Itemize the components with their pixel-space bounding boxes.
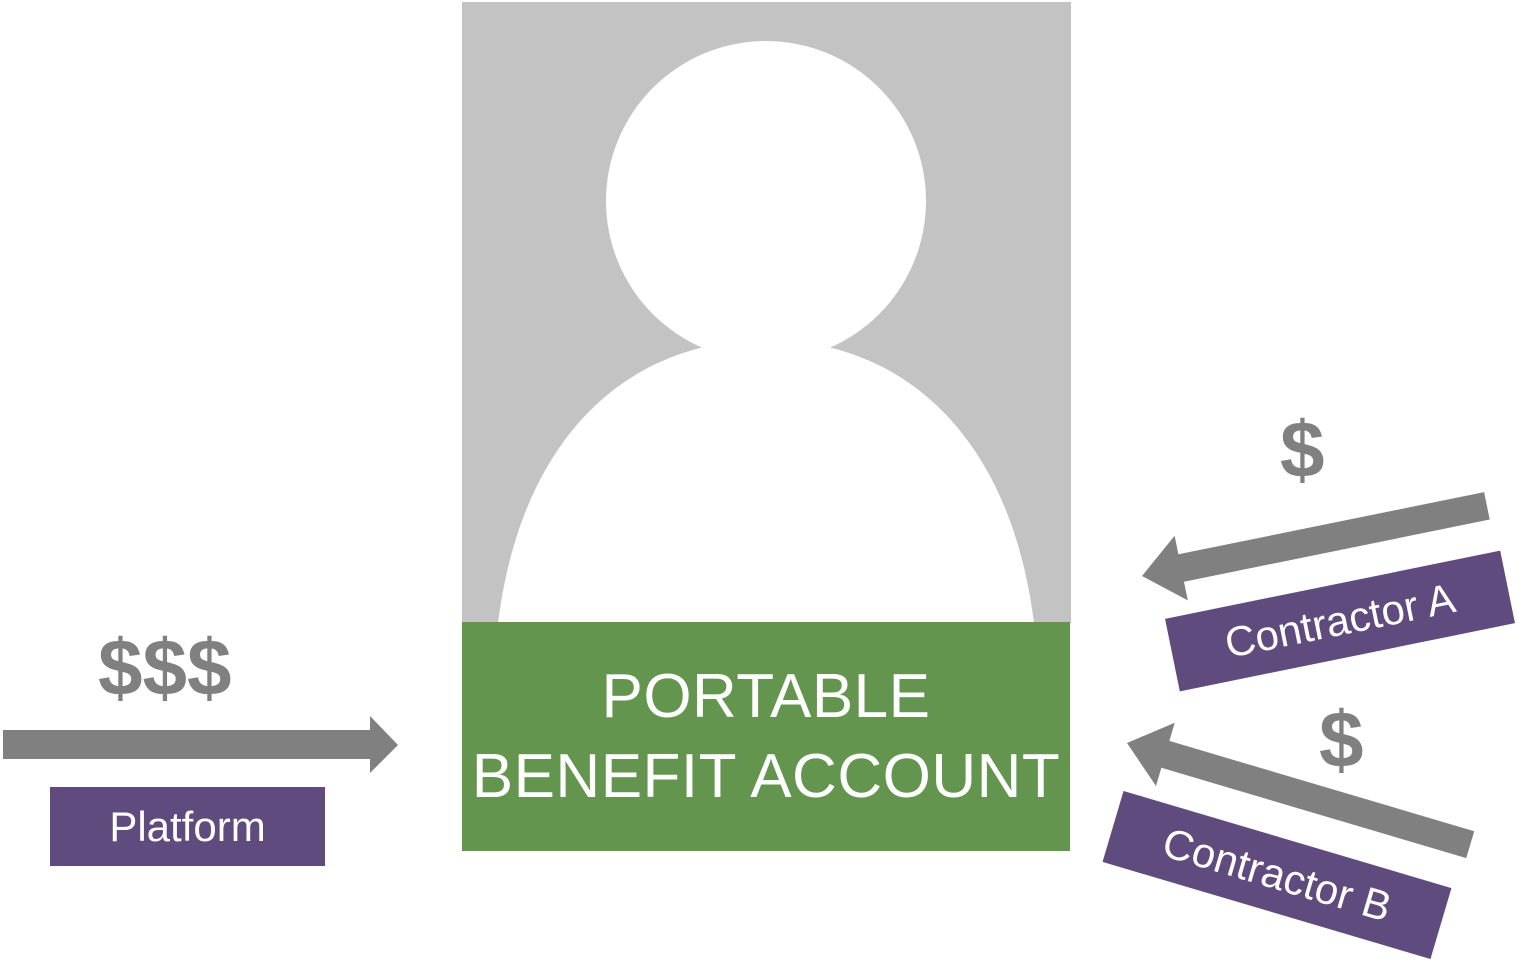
- portable-benefit-account-box: PORTABLE BENEFIT ACCOUNT: [462, 622, 1070, 851]
- platform-label-text: Platform: [109, 802, 266, 850]
- platform-amount: $$$: [98, 623, 232, 712]
- contractor-b-amount: $: [1319, 695, 1364, 784]
- contractor-a-amount: $: [1280, 405, 1325, 494]
- avatar: [462, 2, 1071, 623]
- platform-arrow: [3, 716, 398, 773]
- account-title-line2: BENEFIT ACCOUNT: [471, 741, 1061, 811]
- contractor-a-arrow: [1142, 492, 1490, 601]
- platform-label: Platform: [50, 787, 325, 866]
- person-silhouette-icon: [498, 41, 1034, 623]
- contractor-b-arrow: [1127, 722, 1475, 859]
- account-title-line1: PORTABLE: [601, 661, 931, 731]
